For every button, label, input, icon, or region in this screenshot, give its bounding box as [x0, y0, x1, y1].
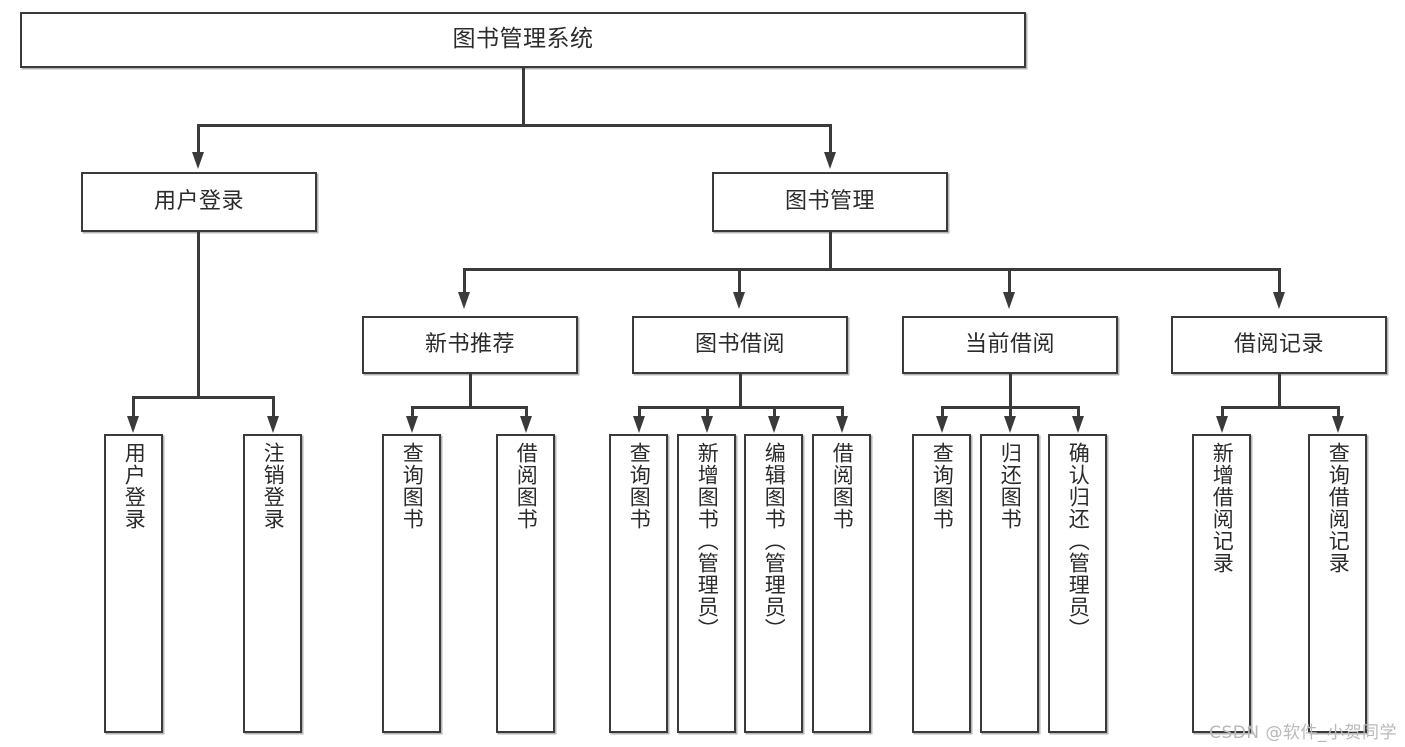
connector-groupA-bus: [411, 406, 527, 409]
connector-groupD-drop-1: [1221, 406, 1224, 418]
connector-user-login-bus: [132, 396, 272, 399]
connector-user-login-drop-2: [272, 396, 275, 418]
arrow-groupD-leaf-1: [1215, 416, 1228, 433]
arrow-groupB-leaf-4: [835, 416, 848, 433]
connector-groupB-drop-4: [841, 406, 844, 418]
connector-bm-drop-4: [1278, 268, 1281, 294]
node-label: 借阅记录: [1233, 332, 1324, 358]
leaf-edit-book-admin[interactable]: 编辑图书（管理员）: [744, 434, 803, 733]
connector-groupD-stem: [1278, 374, 1281, 408]
connector-groupB-stem: [739, 374, 742, 408]
arrow-to-leaf-logout: [266, 416, 279, 433]
connector-root-stem: [522, 68, 525, 124]
arrow-groupD-leaf-2: [1331, 416, 1344, 433]
connector-groupC-stem: [1009, 374, 1012, 408]
node-label: 图书管理系统: [452, 26, 594, 53]
leaf-query-book-recommend[interactable]: 查询图书: [382, 434, 441, 733]
connector-groupC-drop-1: [941, 406, 944, 418]
connector-user-login-stem: [197, 232, 200, 398]
node-label: 新书推荐: [424, 332, 515, 358]
connector-groupD-bus: [1221, 406, 1337, 409]
node-label: 注销登录: [261, 442, 286, 530]
connector-groupB-drop-1: [638, 406, 641, 418]
leaf-query-book-borrow[interactable]: 查询图书: [609, 434, 668, 733]
leaf-borrow-book[interactable]: 借阅图书: [812, 434, 871, 733]
connector-groupD-drop-2: [1337, 406, 1340, 418]
arrow-to-user-login: [191, 152, 204, 169]
connector-bm-drop-3: [1008, 268, 1011, 294]
arrow-groupC-leaf-1: [935, 416, 948, 433]
leaf-borrow-book-recommend[interactable]: 借阅图书: [496, 434, 555, 733]
watermark-text: CSDN @软件_小贺同学: [1209, 723, 1397, 743]
node-root-book-management-system[interactable]: 图书管理系统: [20, 12, 1026, 68]
node-label: 用户登录: [122, 442, 147, 530]
arrow-to-book-borrow: [732, 292, 745, 309]
arrow-groupB-leaf-2: [700, 416, 713, 433]
node-label: 图书借阅: [694, 332, 785, 358]
node-book-management[interactable]: 图书管理: [712, 172, 948, 232]
node-label: 借阅图书: [830, 442, 855, 530]
node-label: 新增图书（管理员）: [695, 442, 720, 640]
node-label: 确认归还（管理员）: [1066, 442, 1091, 640]
node-label: 新增借阅记录: [1210, 442, 1235, 574]
node-label: 查询图书: [627, 442, 652, 530]
connector-bm-drop-2: [738, 268, 741, 294]
arrow-groupC-leaf-2: [1003, 416, 1016, 433]
node-label: 图书管理: [784, 189, 875, 215]
leaf-confirm-return-admin[interactable]: 确认归还（管理员）: [1048, 434, 1107, 733]
connector-book-management-bus: [463, 268, 1280, 271]
arrow-groupA-leaf-2: [519, 416, 532, 433]
connector-groupC-drop-3: [1077, 406, 1080, 418]
node-label: 归还图书: [998, 442, 1023, 530]
arrow-to-new-book-recommend: [457, 292, 470, 309]
arrow-to-current-borrow: [1002, 292, 1015, 309]
arrow-groupB-leaf-1: [632, 416, 645, 433]
arrow-groupC-leaf-3: [1071, 416, 1084, 433]
connector-root-drop-1: [197, 124, 200, 154]
connector-groupB-drop-2: [706, 406, 709, 418]
connector-groupB-drop-3: [773, 406, 776, 418]
leaf-user-login[interactable]: 用户登录: [104, 434, 163, 733]
connector-groupB-bus: [638, 406, 841, 409]
leaf-query-book-current[interactable]: 查询图书: [912, 434, 971, 733]
arrow-to-borrow-record: [1272, 292, 1285, 309]
node-current-borrow[interactable]: 当前借阅: [902, 316, 1118, 374]
arrow-to-leaf-user-login: [126, 416, 139, 433]
connector-bm-drop-1: [463, 268, 466, 294]
leaf-return-book[interactable]: 归还图书: [980, 434, 1039, 733]
connector-groupA-drop-1: [411, 406, 414, 418]
node-book-borrow[interactable]: 图书借阅: [632, 316, 848, 374]
connector-groupA-stem: [469, 374, 472, 408]
node-label: 编辑图书（管理员）: [762, 442, 787, 640]
node-label: 查询图书: [930, 442, 955, 530]
node-label: 查询图书: [400, 442, 425, 530]
node-borrow-record[interactable]: 借阅记录: [1171, 316, 1387, 374]
node-label: 当前借阅: [964, 332, 1055, 358]
node-user-login[interactable]: 用户登录: [81, 172, 317, 232]
connector-groupA-drop-2: [525, 406, 528, 418]
arrow-to-book-management: [823, 152, 836, 169]
node-new-book-recommend[interactable]: 新书推荐: [362, 316, 578, 374]
leaf-logout[interactable]: 注销登录: [243, 434, 302, 733]
leaf-add-borrow-record[interactable]: 新增借阅记录: [1192, 434, 1251, 733]
leaf-query-borrow-record[interactable]: 查询借阅记录: [1308, 434, 1367, 733]
arrow-groupA-leaf-1: [405, 416, 418, 433]
node-label: 借阅图书: [514, 442, 539, 530]
connector-root-bus: [197, 124, 831, 127]
connector-book-management-stem: [829, 232, 832, 270]
leaf-add-book-admin[interactable]: 新增图书（管理员）: [677, 434, 736, 733]
node-label: 查询借阅记录: [1326, 442, 1351, 574]
connector-root-drop-2: [829, 124, 832, 154]
node-label: 用户登录: [153, 189, 244, 215]
arrow-groupB-leaf-3: [767, 416, 780, 433]
connector-groupC-drop-2: [1009, 406, 1012, 418]
connector-user-login-drop-1: [132, 396, 135, 418]
